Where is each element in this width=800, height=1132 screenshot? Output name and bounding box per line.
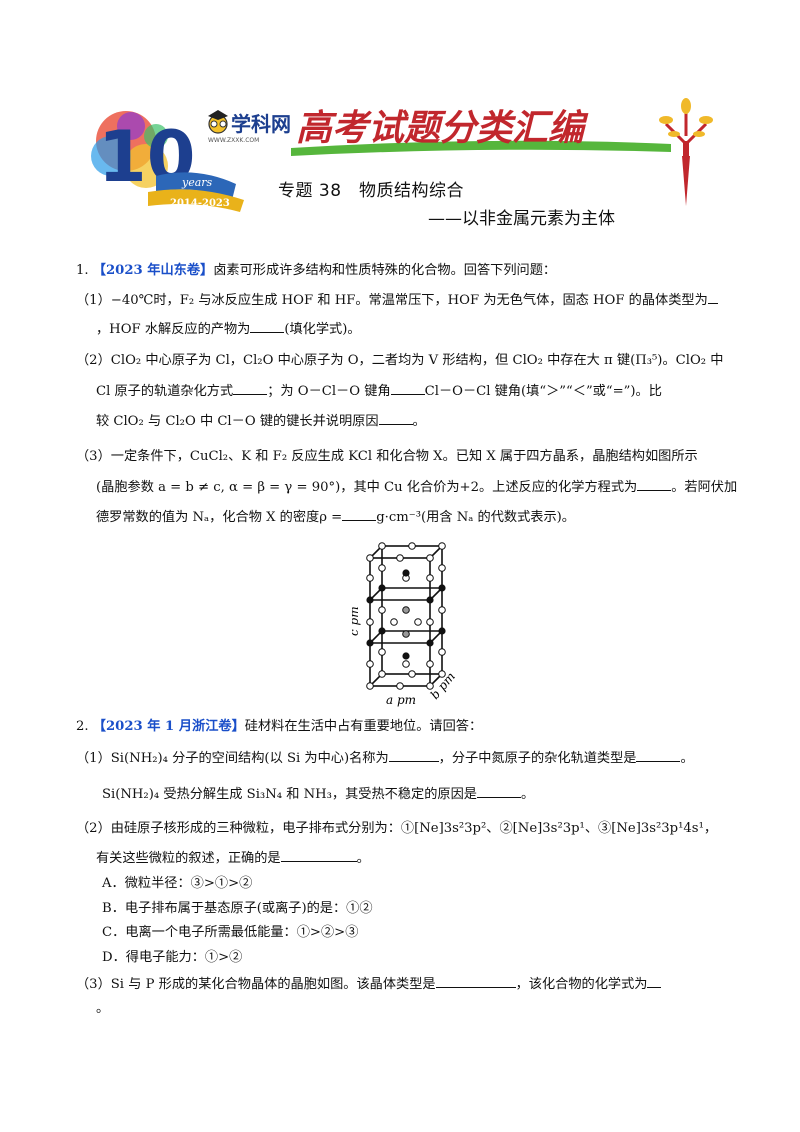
q1-part3-line3: 德罗常数的值为 Nₐ，化合物 X 的密度ρ = g·cm⁻³(用含 Nₐ 的代数式… (96, 508, 575, 527)
topic-title: 专题 38 物质结构综合 (278, 181, 465, 201)
crystal-cell-figure: c pm a pm b pm (352, 542, 458, 707)
q2-part1-line2: Si(NH₂)₄ 受热分解生成 Si₃N₄ 和 NH₃，其受热不稳定的原因是 。 (102, 785, 534, 804)
option-a[interactable]: A．微粒半径：③>①>② (102, 876, 253, 891)
banner-title: 高考试题分类汇编 (296, 107, 589, 149)
q1-part1-line2: ，HOF 水解反应的产物为 (填化学式)。 (96, 320, 361, 339)
q2-p1-text-c: 。 (680, 751, 694, 766)
pencil-tree-icon (659, 98, 713, 206)
logo-url: WWW.ZXXK.COM (208, 137, 259, 144)
q2-p1-text-d: Si(NH₂)₄ 受热分解生成 Si₃N₄ 和 NH₃，其受热不稳定的原因是 (102, 787, 477, 802)
q2-part3-line2: 。 (96, 1000, 109, 1018)
answer-blank[interactable] (233, 382, 268, 395)
option-d[interactable]: D．得电子能力：①>② (102, 950, 243, 965)
q1-part3-line2: (晶胞参数 a = b ≠ c, α = β = γ = 90°)，其中 Cu … (96, 478, 737, 497)
q2-part2-line1: （2）由硅原子核形成的三种微粒，电子排布式分别为：①[Ne]3s²3p²、②[N… (76, 820, 717, 838)
q1-source: 【2023 年山东卷】 (92, 263, 214, 278)
atom-white-group (366, 542, 446, 690)
q2-part1-line1: （1）Si(NH₂)₄ 分子的空间结构(以 Si 为中心)名称为 ，分子中氮原子的… (76, 749, 694, 768)
q2-p2-text-c: 。 (356, 851, 370, 866)
answer-blank[interactable] (342, 508, 377, 521)
anniv-range: 2014-2023 (170, 198, 230, 209)
q1-intro: 卤素可形成许多结构和性质特殊的化合物。回答下列问题： (213, 263, 557, 278)
answer-blank[interactable] (250, 320, 285, 333)
atom-gray-group (402, 606, 410, 638)
brush-stroke (291, 140, 671, 156)
q1-p2-text-a: （2）ClO₂ 中心原子为 Cl，Cl₂O 中心原子为 O，二者均为 V 形结构… (76, 353, 724, 368)
logo-text: 学科网 (231, 112, 291, 136)
option-c[interactable]: C．电离一个电子所需最低能量：①>②>③ (102, 925, 359, 940)
answer-blank[interactable] (707, 291, 718, 304)
q2-source: 【2023 年 1 月浙江卷】 (92, 719, 245, 734)
q1-part2-line1: （2）ClO₂ 中心原子为 Cl，Cl₂O 中心原子为 O，二者均为 V 形结构… (76, 352, 723, 370)
xueke-logo-icon (208, 110, 228, 134)
q1-p2-text-b: Cl 原子的轨道杂化方式 (96, 384, 234, 399)
answer-blank[interactable] (647, 975, 662, 988)
q1-header: 1. 【2023 年山东卷】卤素可形成许多结构和性质特殊的化合物。回答下列问题： (76, 262, 556, 280)
answer-blank[interactable] (636, 749, 681, 762)
q1-p2-text-d: Cl－O－Cl 键角(填“＞”“＜”或“=”)。比 (424, 384, 662, 399)
answer-blank[interactable] (388, 749, 439, 762)
atom-black-group (366, 569, 446, 660)
q1-p1-text-c: (填化学式)。 (284, 322, 361, 337)
q1-p2-text-c: ；为 O－Cl－O 键角 (267, 384, 391, 399)
answer-blank[interactable] (477, 785, 521, 798)
topic-subtitle: ——以非金属元素为主体 (428, 209, 615, 229)
q1-p3-text-d: 德罗常数的值为 Nₐ，化合物 X 的密度ρ = (96, 510, 343, 525)
q2-p1-text-a: （1）Si(NH₂)₄ 分子的空间结构(以 Si 为中心)名称为 (76, 751, 389, 766)
q2-p1-text-b: ，分子中氮原子的杂化轨道类型是 (438, 751, 637, 766)
q1-number: 1. (76, 263, 89, 278)
axis-a-label: a pm (386, 693, 416, 707)
anniversary-logo: 10 (91, 111, 244, 212)
q2-intro: 硅材料在生活中占有重要地位。请回答： (244, 719, 483, 734)
header-banner: 10 years 2014-2023 学科网 WWW.ZXXK.COM 高考试题… (91, 98, 713, 212)
q1-p3-text-e: g·cm⁻³(用含 Nₐ 的代数式表示)。 (376, 510, 575, 525)
q1-p3-text-c: 。若阿伏加 (671, 480, 738, 495)
answer-blank[interactable] (637, 478, 672, 491)
q2-p3-text-c: 。 (96, 1001, 110, 1016)
q1-part1-line1: （1）−40℃时，F₂ 与冰反应生成 HOF 和 HF。常温常压下，HOF 为无… (76, 291, 718, 310)
q2-p3-text-b: ，该化合物的化学式为 (515, 977, 648, 992)
q2-header: 2. 【2023 年 1 月浙江卷】硅材料在生活中占有重要地位。请回答： (76, 718, 482, 736)
q2-part2-line2: 有关这些微粒的叙述，正确的是 。 (96, 849, 370, 868)
answer-blank[interactable] (390, 382, 425, 395)
q1-p2-text-e: 较 ClO₂ 与 Cl₂O 中 Cl－O 键的键长并说明原因 (96, 414, 379, 429)
q1-p2-text-f: 。 (412, 414, 426, 429)
option-b[interactable]: B．电子排布属于基态原子(或离子)的是：①② (102, 901, 373, 916)
q1-p1-text-b: ，HOF 水解反应的产物为 (96, 322, 251, 337)
q2-p3-text-a: （3）Si 与 P 形成的某化合物晶体的晶胞如图。该晶体类型是 (76, 977, 436, 992)
q1-part2-line3: 较 ClO₂ 与 Cl₂O 中 Cl－O 键的键长并说明原因 。 (96, 412, 426, 431)
q2-p2-text-a: （2）由硅原子核形成的三种微粒，电子排布式分别为：①[Ne]3s²3p²、②[N… (76, 821, 718, 836)
q2-p2-text-b: 有关这些微粒的叙述，正确的是 (96, 851, 281, 866)
q1-p3-text-b: (晶胞参数 a = b ≠ c, α = β = γ = 90°)，其中 Cu … (96, 480, 638, 495)
q1-p1-text-a: （1）−40℃时，F₂ 与冰反应生成 HOF 和 HF。常温常压下，HOF 为无… (76, 293, 708, 308)
answer-blank[interactable] (435, 975, 516, 988)
q2-p1-text-e: 。 (521, 787, 535, 802)
q2-part3-line1: （3）Si 与 P 形成的某化合物晶体的晶胞如图。该晶体类型是 ，该化合物的化学式… (76, 975, 662, 994)
anniv-years: years (181, 176, 213, 189)
q1-part3-line1: （3）一定条件下，CuCl₂、K 和 F₂ 反应生成 KCl 和化合物 X。已知… (76, 448, 698, 466)
answer-blank[interactable] (280, 849, 357, 862)
q2-number: 2. (76, 719, 89, 734)
axis-c-label: c pm (352, 606, 361, 636)
q1-part2-line2: Cl 原子的轨道杂化方式 ；为 O－Cl－O 键角 Cl－O－Cl 键角(填“＞”“… (96, 382, 662, 401)
answer-blank[interactable] (378, 412, 413, 425)
q1-p3-text-a: （3）一定条件下，CuCl₂、K 和 F₂ 反应生成 KCl 和化合物 X。已知… (76, 449, 698, 464)
